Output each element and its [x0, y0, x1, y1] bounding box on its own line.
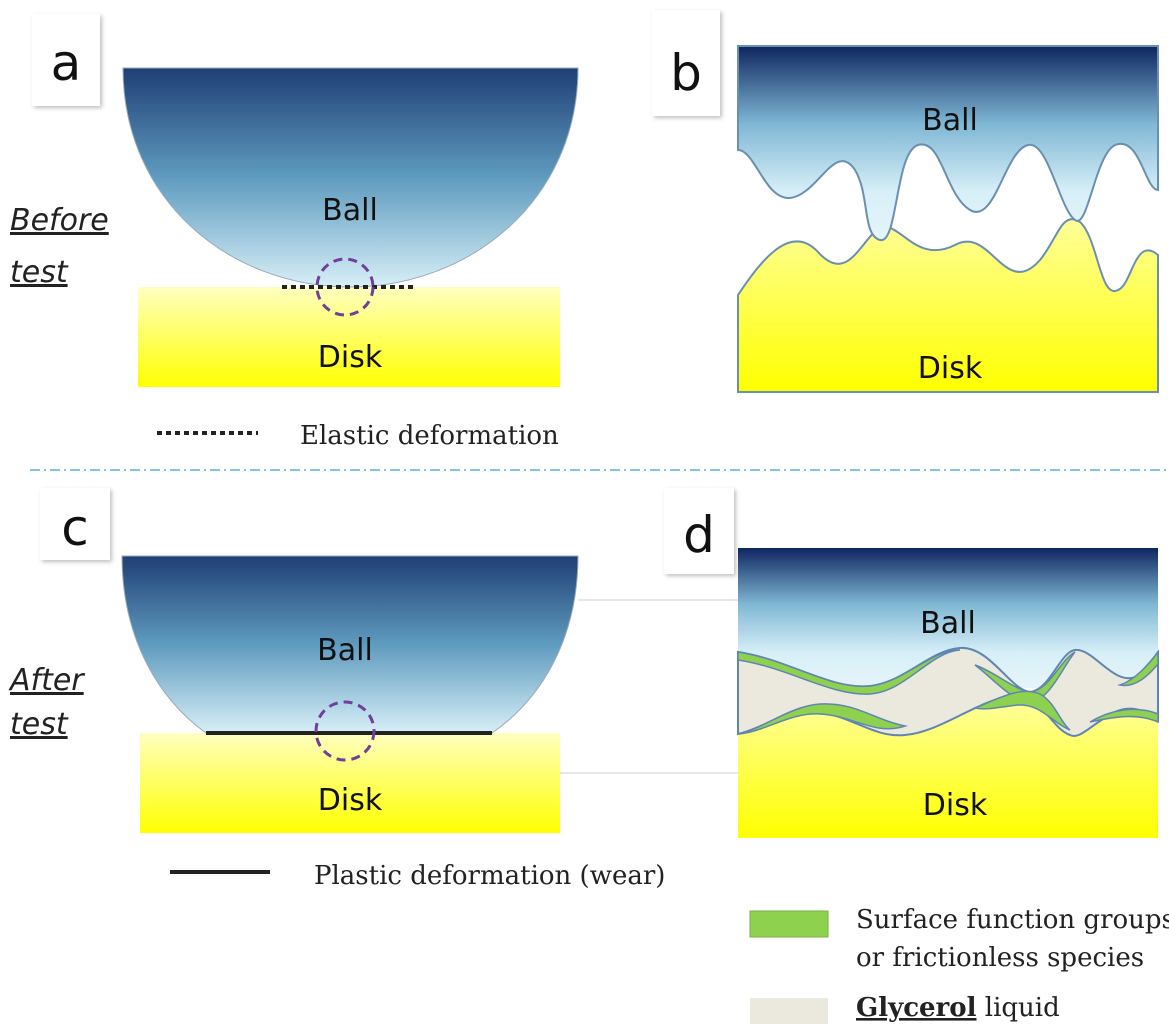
panel-b-label: b: [670, 44, 702, 102]
panel-d: d Ball Disk: [664, 488, 1159, 838]
ball-a: [122, 67, 579, 288]
disk-a-label: Disk: [318, 340, 383, 375]
before-label-line1: Before: [10, 203, 109, 238]
surface-groups-legend-line1: Surface function groups: [856, 905, 1169, 935]
panel-b: b Ball Disk: [652, 10, 1159, 393]
contact-circle-a: [315, 257, 375, 317]
ball-c-label: Ball: [317, 633, 373, 668]
panel-d-label: d: [683, 506, 715, 564]
surface-groups-legend-line2: or frictionless species: [856, 943, 1144, 973]
panel-a: a Ball Disk: [32, 14, 579, 387]
disk-d-label: Disk: [923, 788, 988, 823]
panel-a-label: a: [51, 34, 82, 92]
panel-a-label-box: [32, 14, 100, 106]
surface-groups-top: [737, 649, 961, 695]
after-label-line2: test: [10, 707, 69, 742]
surface-groups-top-3: [1117, 649, 1159, 687]
ball-d-label: Ball: [920, 606, 976, 641]
surface-groups-legend-swatch: [749, 910, 829, 938]
before-label-line2: test: [10, 255, 69, 290]
ball-b-label: Ball: [922, 103, 978, 138]
ball-b: [737, 45, 1159, 241]
panel-c-label-box: [40, 488, 110, 560]
plastic-legend-text: Plastic deformation (wear): [314, 861, 665, 891]
panel-b-label-box: [652, 10, 720, 116]
panel-c: c Ball Disk: [40, 488, 740, 833]
panel-c-label: c: [61, 499, 89, 557]
disk-b: [737, 218, 1159, 393]
glycerol-legend-bold: Glycerol: [856, 993, 977, 1023]
contact-circle-c: [314, 700, 376, 762]
glycerol-legend-text: Glycerol liquid: [856, 993, 1060, 1023]
after-label-line1: After: [8, 663, 85, 698]
surface-groups-bottom-3: [1089, 708, 1159, 724]
glycerol-legend-swatch: [750, 998, 828, 1024]
surface-groups-bottom: [737, 703, 908, 735]
elastic-legend-text: Elastic deformation: [300, 421, 559, 451]
disk-c-label: Disk: [318, 783, 383, 818]
disk-b-label: Disk: [918, 351, 983, 386]
panel-d-label-box: [664, 488, 734, 574]
surface-groups-bottom-2: [972, 690, 1071, 731]
ball-a-label: Ball: [322, 193, 378, 228]
disk-a: [138, 287, 560, 387]
disk-c: [140, 733, 560, 833]
glycerol-legend-rest: liquid: [976, 993, 1059, 1023]
